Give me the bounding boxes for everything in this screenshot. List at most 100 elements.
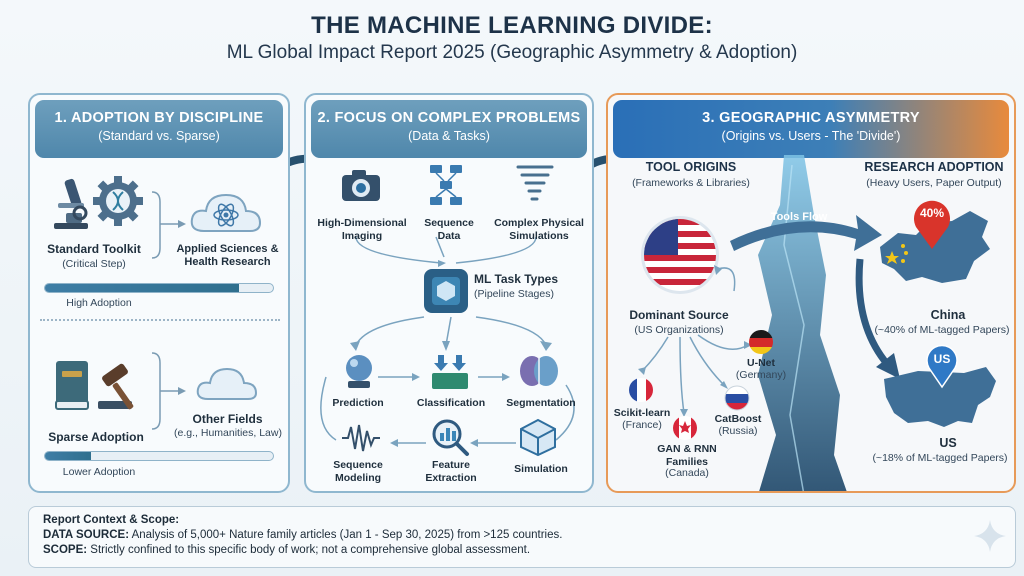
tool-unet: U-Net — [747, 357, 775, 369]
us-pin-icon — [926, 344, 958, 389]
gear-dna-icon — [93, 176, 143, 226]
sparkle-icon — [974, 520, 1006, 552]
other-fields-sub: (e.g., Humanities, Law) — [174, 427, 282, 439]
magnifier-chart-icon — [432, 419, 469, 456]
research-adoption-title: RESEARCH ADOPTION — [864, 160, 1004, 174]
microscope-icon — [54, 178, 88, 229]
section-divider — [40, 319, 280, 321]
report-context-box: Report Context & Scope: DATA SOURCE: Ana… — [28, 506, 1016, 568]
task-feature-extraction: Feature Extraction — [425, 459, 477, 484]
standard-toolkit-sub: (Critical Step) — [62, 258, 126, 270]
us-map-icon — [884, 367, 996, 427]
low-adoption-label: Lower Adoption — [62, 466, 136, 478]
input-simulations: Complex Physical Simulations — [494, 217, 584, 242]
cloud-atom-icon — [190, 193, 262, 232]
us-label: US — [939, 436, 957, 450]
footer-heading: Report Context & Scope: — [43, 514, 180, 526]
task-classification: Classification — [416, 397, 486, 409]
applied-sciences-label: Applied Sciences & Health Research — [176, 243, 279, 268]
us-pin-value: US — [933, 352, 951, 366]
panel2-heading: 2. FOCUS ON COMPLEX PROBLEMS — [317, 110, 581, 126]
research-adoption-sub: (Heavy Users, Paper Output) — [866, 177, 1002, 189]
hub-title: ML Task Types — [474, 272, 559, 286]
footer-scope-text: Strictly confined to this specific body … — [87, 544, 531, 556]
tools-flow-label: Tools Flow — [770, 211, 828, 223]
flowchart-icon — [430, 165, 462, 205]
hub-sub: (Pipeline Stages) — [474, 288, 554, 300]
china-pin-icon — [914, 200, 950, 249]
panel1-heading: 1. ADOPTION BY DISCIPLINE — [54, 110, 264, 126]
high-adoption-fill — [45, 284, 239, 292]
tool-scikit-country: (France) — [622, 419, 662, 431]
book-icon — [55, 361, 89, 410]
crystal-ball-icon — [346, 355, 372, 388]
task-sequence-modeling: Sequence Modeling — [333, 459, 383, 484]
russia-flag-icon — [724, 385, 750, 411]
footer-scope-label: SCOPE: — [43, 544, 88, 556]
high-adoption-bar — [44, 283, 274, 293]
footer-source-text: Analysis of 5,000+ Nature family article… — [129, 529, 563, 541]
task-segmentation: Segmentation — [506, 397, 576, 409]
gavel-icon — [98, 363, 134, 410]
china-label: China — [930, 308, 966, 322]
cloud-icon — [196, 367, 258, 400]
panel1-header: 1. ADOPTION BY DISCIPLINE (Standard vs. … — [35, 100, 283, 158]
panel3-subheading: (Origins vs. Users - The 'Divide') — [721, 129, 901, 143]
sort-bin-icon — [432, 355, 468, 389]
task-prediction: Prediction — [332, 397, 384, 409]
tool-catboost-country: (Russia) — [718, 425, 758, 437]
high-adoption-label: High Adoption — [66, 297, 132, 309]
divide-chasm — [758, 155, 847, 491]
standard-toolkit-title: Standard Toolkit — [47, 242, 141, 256]
panel-geographic-asymmetry: 3. GEOGRAPHIC ASYMMETRY (Origins vs. Use… — [606, 93, 1016, 493]
panel3-header: 3. GEOGRAPHIC ASYMMETRY (Origins vs. Use… — [613, 100, 1009, 158]
camera-icon — [342, 170, 380, 201]
tool-unet-country: (Germany) — [735, 369, 787, 381]
canada-flag-icon — [673, 416, 697, 440]
page-subtitle: ML Global Impact Report 2025 (Geographic… — [226, 42, 798, 63]
tools-flow-arrow — [730, 215, 882, 251]
footer-scope-line: SCOPE: Strictly confined to this specifi… — [43, 543, 1001, 558]
low-adoption-bar — [44, 451, 274, 461]
bracket-arrow-sparse — [151, 352, 186, 430]
bracket-arrow-standard — [151, 191, 186, 259]
panel-complex-problems: 2. FOCUS ON COMPLEX PROBLEMS (Data & Tas… — [304, 93, 594, 493]
hub-chip-icon — [424, 269, 468, 313]
adoption-curve-arrow — [855, 258, 900, 379]
germany-flag-icon — [749, 330, 773, 354]
panel2-subheading: (Data & Tasks) — [408, 129, 490, 143]
us-desc: (~18% of ML-tagged Papers) — [872, 452, 1008, 464]
sparse-adoption-title: Sparse Adoption — [48, 430, 144, 444]
tool-scikit-learn: Scikit-learn — [613, 407, 671, 419]
low-adoption-fill — [45, 452, 91, 460]
input-sequence: Sequence Data — [424, 217, 474, 242]
china-map-icon — [880, 211, 990, 283]
task-simulation: Simulation — [514, 463, 568, 475]
panel2-header: 2. FOCUS ON COMPLEX PROBLEMS (Data & Tas… — [311, 100, 587, 158]
france-flag-icon — [629, 378, 653, 402]
panel-adoption-by-discipline: 1. ADOPTION BY DISCIPLINE (Standard vs. … — [28, 93, 290, 493]
input-imaging: High-Dimensional Imaging — [317, 217, 407, 242]
origin-spokes — [638, 265, 752, 417]
page-title: THE MACHINE LEARNING DIVIDE: — [311, 12, 713, 39]
dominant-source-sub: (US Organizations) — [634, 324, 724, 336]
panel1-subheading: (Standard vs. Sparse) — [98, 129, 220, 143]
pipeline-connectors — [320, 236, 575, 447]
tool-catboost: CatBoost — [714, 413, 762, 425]
china-desc: (~40% of ML-tagged Papers) — [874, 324, 1010, 336]
brain-icon — [520, 356, 558, 386]
tool-gan-rnn-country: (Canada) — [665, 467, 709, 479]
tool-gan-rnn: GAN & RNN Families — [657, 443, 717, 468]
china-pin-value: 40% — [919, 206, 945, 220]
waveform-icon — [342, 424, 380, 452]
footer-source-line: DATA SOURCE: Analysis of 5,000+ Nature f… — [43, 528, 1001, 543]
tornado-icon — [516, 165, 554, 201]
tool-origins-title: TOOL ORIGINS — [645, 160, 737, 174]
tool-origins-sub: (Frameworks & Libraries) — [632, 177, 750, 189]
panel3-heading: 3. GEOGRAPHIC ASYMMETRY — [702, 110, 920, 126]
other-fields-title: Other Fields — [192, 412, 263, 426]
cube-icon — [520, 418, 556, 457]
dominant-source-title: Dominant Source — [629, 308, 729, 322]
us-flag-icon — [641, 216, 719, 294]
footer-source-label: DATA SOURCE: — [43, 529, 130, 541]
